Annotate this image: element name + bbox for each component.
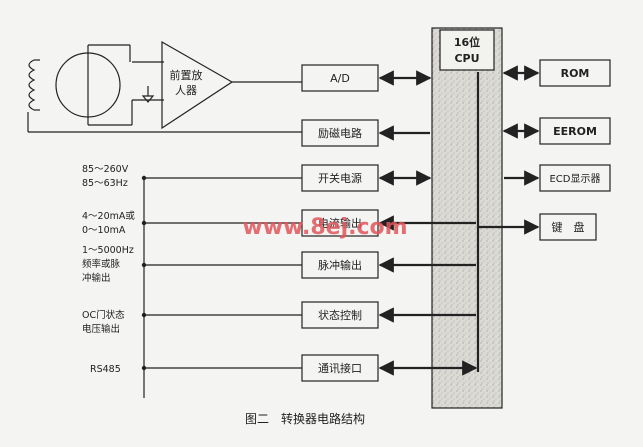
- comm-label: 通讯接口: [318, 362, 362, 375]
- preamp-label-line1: 前置放: [170, 68, 203, 82]
- oc-output-label-2: 电压输出: [82, 323, 120, 335]
- oc-output-label-1: OC门状态: [82, 309, 125, 321]
- ad-block: [301, 64, 379, 92]
- rom-label: ROM: [561, 67, 590, 80]
- excitation-block: [301, 119, 379, 147]
- flow-sensor-coil: [28, 59, 40, 111]
- preamp-triangle: [161, 40, 234, 130]
- current-out-label: 电流输出: [318, 216, 362, 230]
- power-voltage-label: 85～260V: [82, 164, 129, 175]
- pulse-out-label: 脉冲输出: [318, 258, 362, 272]
- rom-block: [539, 59, 611, 87]
- frequency-label-1: 1～5000Hz: [82, 245, 134, 256]
- frequency-label-2: 频率或脉: [82, 258, 121, 270]
- watermark-text: www.8ej.com: [242, 215, 407, 240]
- current-range-label-2: 0～10mA: [82, 225, 126, 236]
- cpu-column: [431, 27, 503, 409]
- eerom-block: [539, 117, 611, 145]
- figure-caption: 图二 转换器电路结构: [245, 411, 365, 426]
- cpu-label-line2: CPU: [454, 52, 479, 65]
- status-ctrl-label: 状态控制: [318, 308, 362, 322]
- frequency-label-3: 冲输出: [82, 272, 111, 284]
- power-frequency-label: 85～63Hz: [82, 178, 128, 189]
- power-label: 开关电源: [318, 171, 362, 185]
- excitation-label: 励磁电路: [318, 127, 362, 140]
- eerom-label: EEROM: [553, 125, 597, 138]
- preamp-label-line2: 人器: [175, 84, 197, 97]
- current-range-label-1: 4～20mA或: [82, 210, 135, 222]
- lcd-label: ECD显示器: [549, 173, 600, 185]
- keypad-label: 键 盘: [552, 220, 585, 234]
- lcd-block: [539, 164, 611, 192]
- ad-label: A/D: [330, 72, 350, 85]
- keypad-block: [539, 213, 597, 241]
- cpu-label-box: [439, 29, 495, 71]
- cpu-label-line1: 16位: [454, 35, 480, 49]
- rs485-label: RS485: [90, 364, 121, 375]
